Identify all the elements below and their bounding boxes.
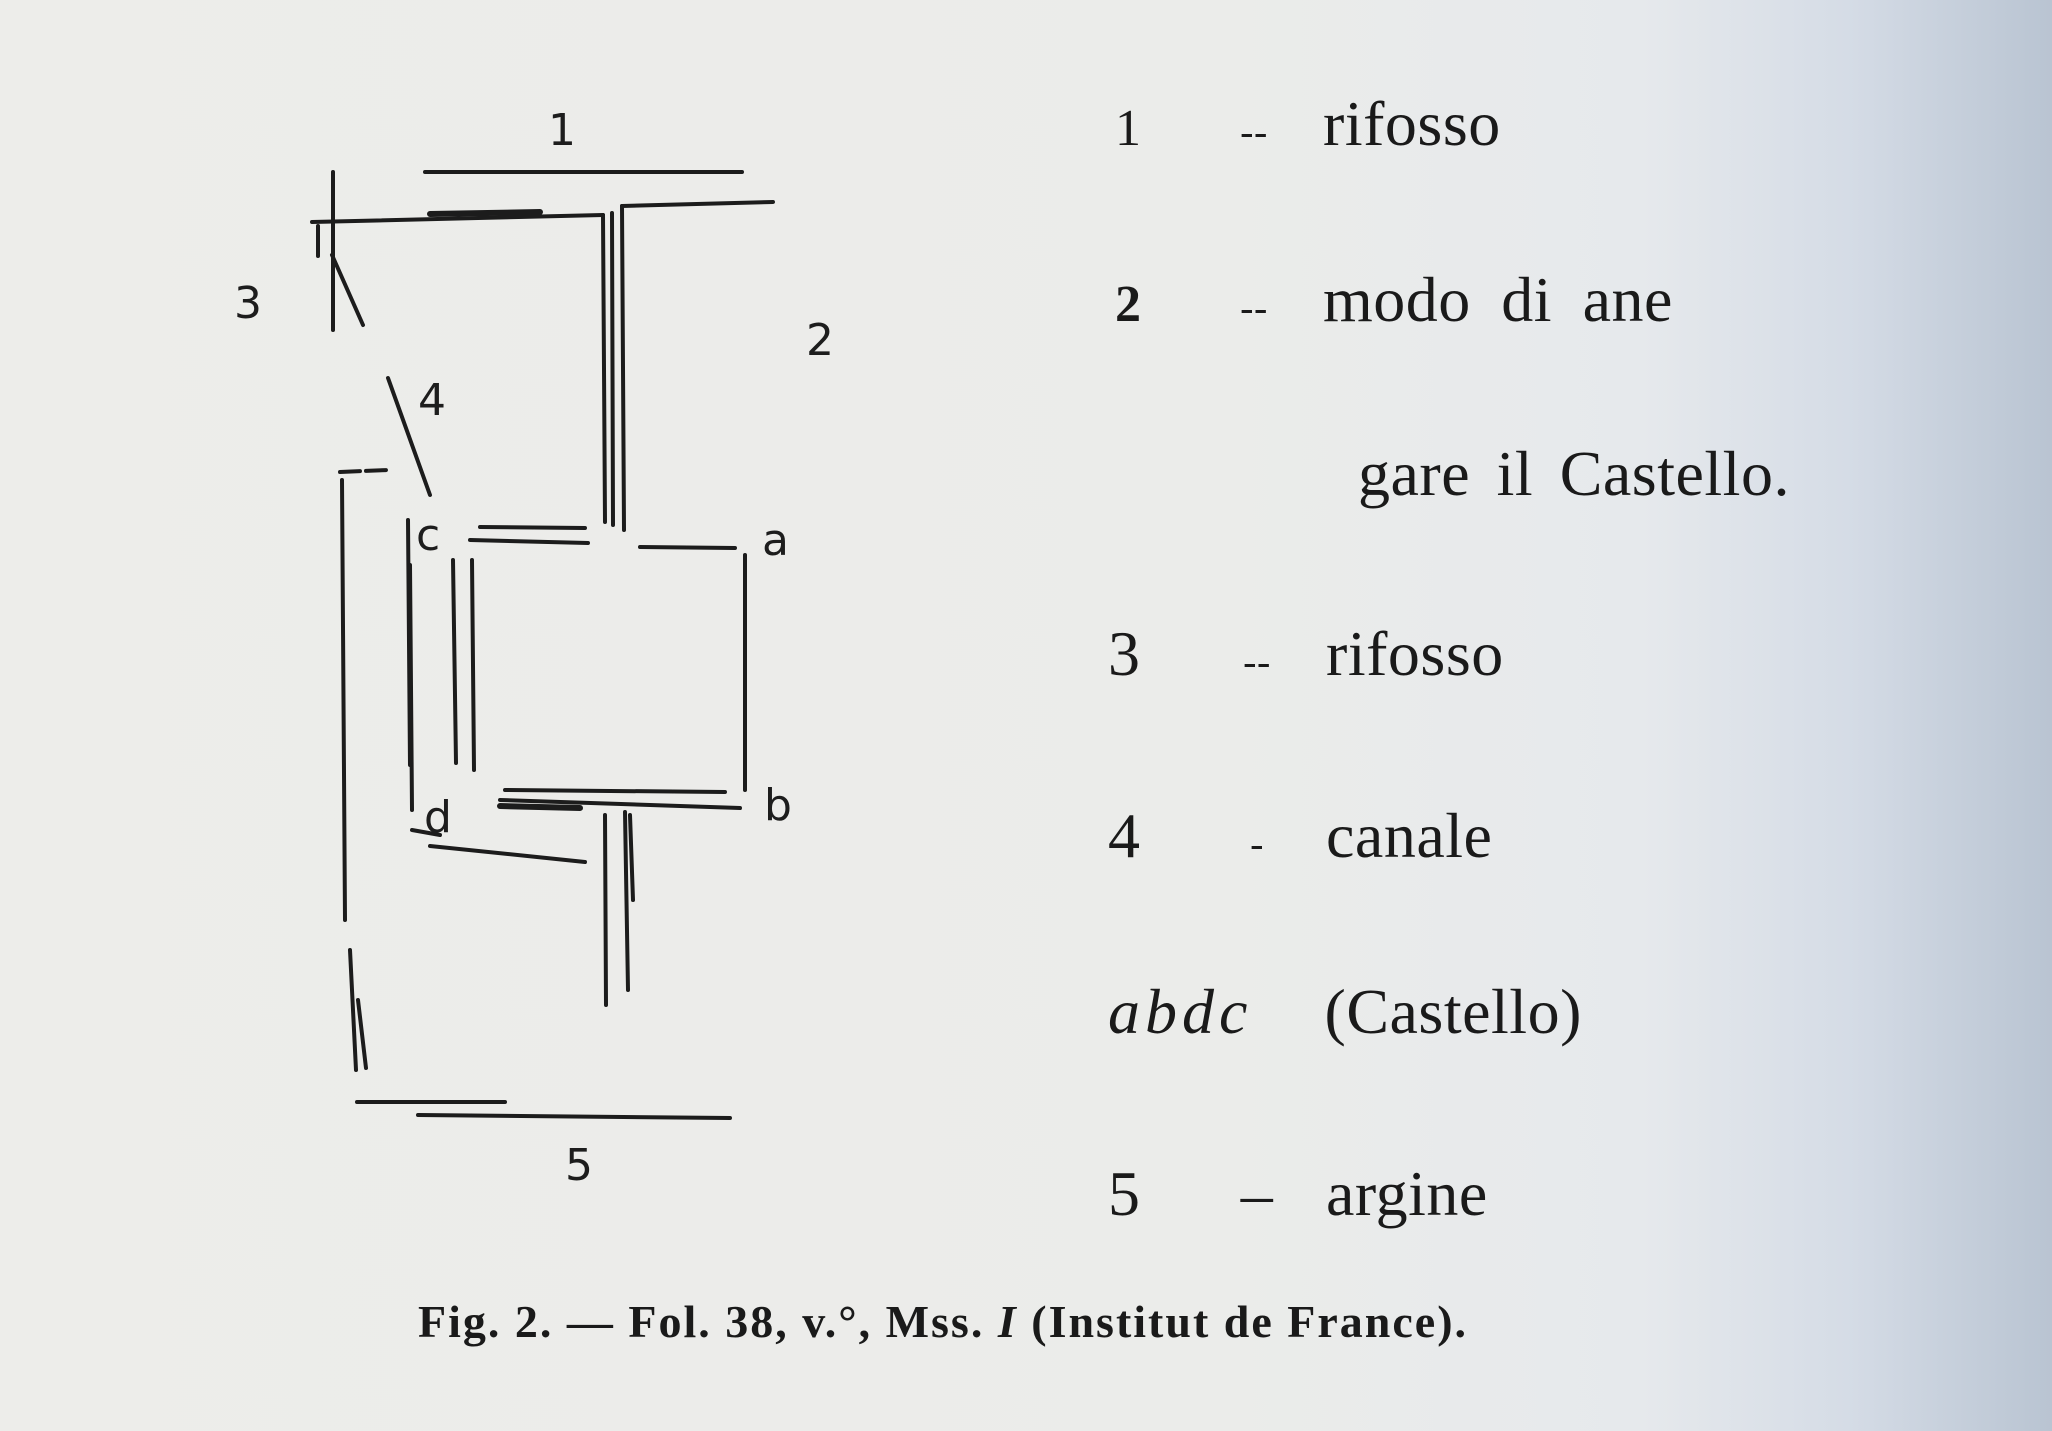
sketch-line-canal-bottom-a (603, 813, 608, 1007)
sketch-line-top-4 (427, 209, 543, 217)
sketch-line-top-3 (620, 200, 775, 208)
sketch-line-castle-top-b (468, 538, 590, 545)
sketch-line-canal-top-c (620, 204, 626, 532)
legend-term: modo di ane (1323, 264, 1673, 335)
legend-number: 2 (1115, 276, 1142, 333)
legend-row-castle: abdc (Castello) (1108, 980, 1582, 1044)
legend-dash: – (1240, 1158, 1274, 1229)
sketch-line-outer-left-b (348, 948, 358, 1072)
sketch-line-canal-top-a (601, 213, 607, 524)
sketch-line-castle-left-d (408, 563, 414, 812)
sketch-label-b: b (764, 780, 792, 831)
legend-row-3: 3 -- rifosso (1108, 622, 1504, 686)
castle-sketch-drawing: 1 2 3 4 5 a b c d (234, 105, 834, 1191)
sketch-line-canal-bottom-c (628, 813, 635, 902)
legend-number: 1 (1115, 100, 1142, 157)
sketch-line-castle-top-c (638, 545, 737, 550)
sketch-line-castle-top-a (478, 525, 587, 530)
sketch-label-d: d (424, 792, 452, 843)
sketch-line-bottom-b (416, 1113, 732, 1120)
sketch-line-top-2 (310, 213, 605, 224)
figure-caption: Fig. 2. — Fol. 38, v.°, Mss. I (Institut… (418, 1295, 1468, 1348)
sketch-line-outer-left-top (338, 468, 390, 474)
sketch-line-castle-bottom-a (503, 788, 727, 794)
sketch-line-canal-top-b (610, 211, 615, 527)
legend-term: (Castello) (1324, 976, 1582, 1047)
sketch-line-castle-left-b (470, 558, 476, 772)
legend-number: 5 (1108, 1158, 1141, 1229)
legend-letters: abdc (1108, 976, 1253, 1047)
caption-manuscript: I (997, 1296, 1018, 1347)
sketch-label-1: 1 (548, 105, 576, 156)
sketch-line-diagonal-b (386, 376, 432, 497)
sketch-line-lower-left-a (410, 828, 442, 837)
legend-term: gare il Castello. (1358, 438, 1790, 509)
caption-suffix: (Institut de France). (1031, 1296, 1469, 1347)
sketch-lines (310, 170, 775, 1120)
legend-number: 4 (1108, 800, 1141, 871)
legend-term: canale (1326, 800, 1493, 871)
legend-term: rifosso (1323, 88, 1501, 159)
sketch-label-4: 4 (418, 375, 446, 426)
sketch-line-castle-bottom-c (497, 803, 583, 811)
sketch-line-diagonal-a (330, 253, 365, 327)
sketch-line-canal-bottom-b (623, 810, 630, 992)
sketch-label-c: c (416, 510, 440, 561)
sketch-label-a: a (762, 515, 789, 566)
sketch-line-outer-left-a (340, 478, 347, 922)
sketch-label-3: 3 (234, 278, 262, 329)
sketch-line-castle-bottom-b (498, 798, 742, 810)
legend-dash: -- (1243, 639, 1271, 684)
legend-dash: -- (1240, 285, 1268, 330)
sketch-line-lower-left-b (428, 844, 587, 864)
sketch-label-5: 5 (565, 1140, 593, 1191)
legend-row-5: 5 – argine (1108, 1162, 1488, 1226)
sketch-label-2: 2 (806, 315, 834, 366)
sketch-line-outer-left-c (356, 998, 368, 1070)
caption-prefix: Fig. 2. — Fol. 38, v.°, Mss. (418, 1296, 985, 1347)
legend-dash: - (1250, 821, 1264, 866)
legend-dash: -- (1240, 109, 1268, 154)
legend-row-2-continued: gare il Castello. (1358, 442, 1790, 506)
legend-number: 3 (1108, 618, 1141, 689)
legend-term: argine (1326, 1158, 1488, 1229)
legend-row-2: 2 -- modo di ane (1115, 268, 1673, 332)
legend-row-4: 4 - canale (1108, 804, 1492, 868)
legend-term: rifosso (1326, 618, 1504, 689)
sketch-line-castle-left-a (451, 558, 458, 765)
legend-row-1: 1 -- rifosso (1115, 92, 1501, 156)
